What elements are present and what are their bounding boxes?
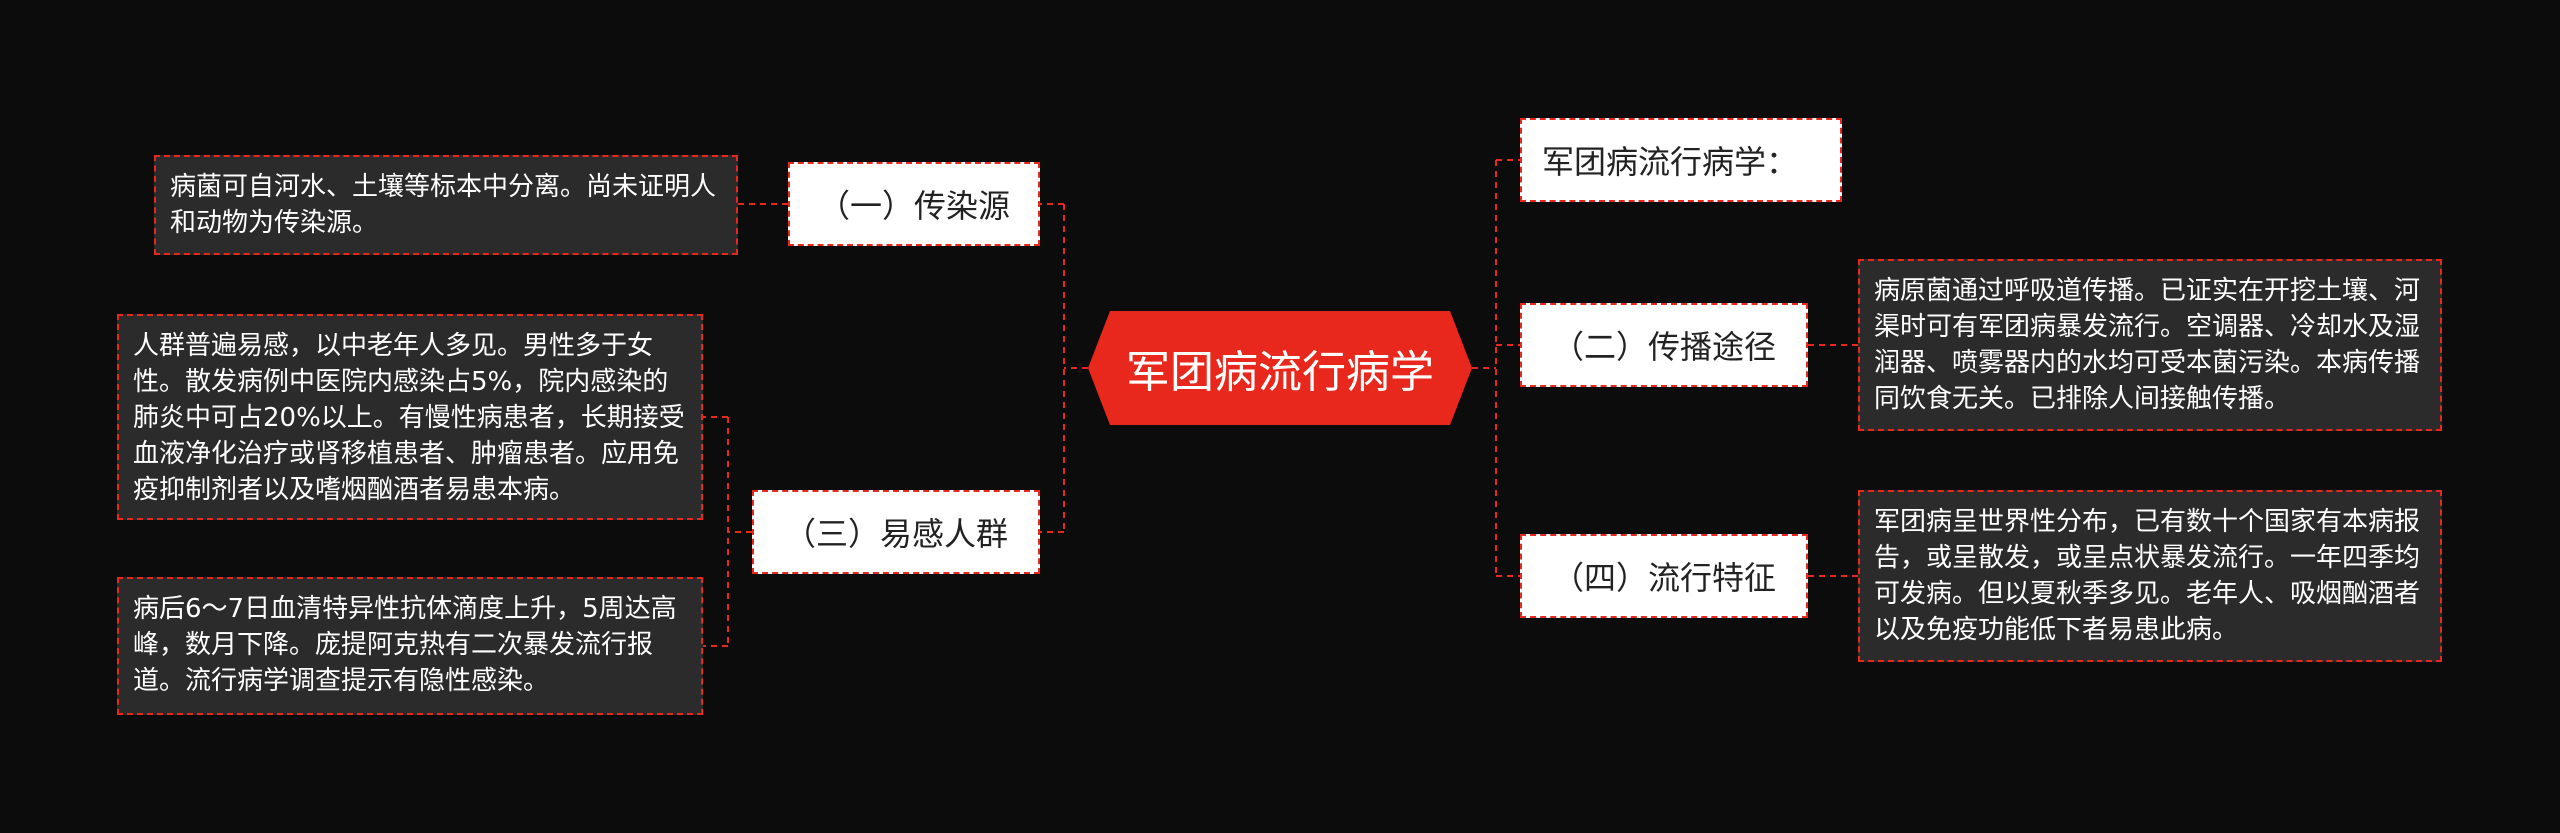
- branch-susceptible-label: （三）易感人群: [783, 515, 1008, 553]
- branch-susceptible[interactable]: （三）易感人群: [752, 490, 1040, 574]
- detail-feature[interactable]: 军团病呈世界性分布，已有数十个国家有本病报告，或呈散发，或呈点状暴发流行。一年四…: [1858, 490, 2442, 662]
- branch-epidemiology-label: 军团病流行病学：: [1542, 143, 1799, 181]
- branch-feature-label: （四）流行特征: [1551, 559, 1776, 597]
- branch-source-label: （一）传染源: [817, 187, 1010, 225]
- central-topic[interactable]: 军团病流行病学: [1088, 311, 1472, 425]
- branch-source[interactable]: （一）传染源: [788, 162, 1040, 246]
- central-topic-label: 军团病流行病学: [1126, 347, 1434, 398]
- branch-route[interactable]: （二）传播途径: [1520, 303, 1808, 387]
- detail-susceptible-1[interactable]: 人群普遍易感，以中老年人多见。男性多于女性。散发病例中医院内感染占5%，院内感染…: [117, 314, 703, 520]
- detail-susceptible-2[interactable]: 病后6～7日血清特异性抗体滴度上升，5周达高峰，数月下降。庞提阿克热有二次暴发流…: [117, 577, 703, 715]
- branch-route-label: （二）传播途径: [1551, 328, 1776, 366]
- detail-route[interactable]: 病原菌通过呼吸道传播。已证实在开挖土壤、河渠时可有军团病暴发流行。空调器、冷却水…: [1858, 259, 2442, 431]
- branch-feature[interactable]: （四）流行特征: [1520, 534, 1808, 618]
- detail-source[interactable]: 病菌可自河水、土壤等标本中分离。尚未证明人和动物为传染源。: [154, 155, 738, 255]
- branch-epidemiology[interactable]: 军团病流行病学：: [1520, 118, 1842, 202]
